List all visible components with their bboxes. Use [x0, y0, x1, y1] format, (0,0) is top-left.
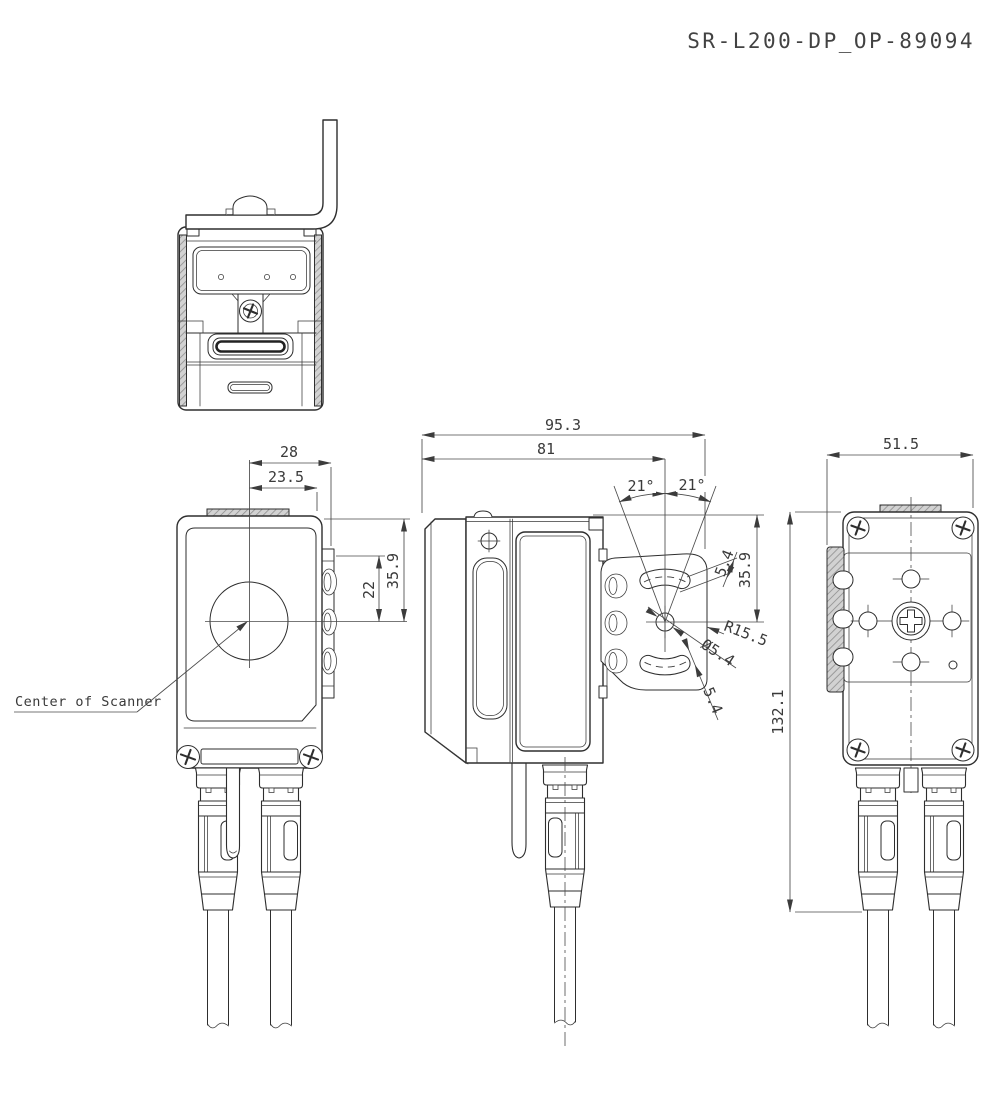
- indicator-led-2: [264, 274, 270, 280]
- dim-23-5: 23.5: [268, 468, 304, 486]
- screw-icon: [955, 520, 971, 536]
- rear-corner-screws: [846, 516, 975, 762]
- rear-cable-connector-right: [920, 767, 968, 1029]
- dim-22: 22: [360, 581, 378, 599]
- side-knob-bump: [473, 510, 493, 518]
- top-view-knob: [225, 195, 276, 216]
- front-center-strip: [225, 767, 241, 859]
- dim-51-5: 51.5: [883, 435, 919, 453]
- screw-icon: [302, 748, 320, 766]
- top-view-bracket-arm: [185, 119, 338, 230]
- side-view-body: [424, 510, 608, 765]
- screw-icon: [179, 748, 197, 766]
- front-top-tab: [206, 508, 290, 517]
- side-thin-wire: [511, 762, 527, 859]
- rear-cable-connector-left: [854, 767, 902, 1029]
- top-clip-left: [186, 228, 200, 237]
- phillips-cross-icon: [899, 609, 923, 633]
- dim-35-9-side: 35.9: [736, 552, 754, 588]
- screw-icon: [850, 742, 866, 758]
- screw-icon: [850, 520, 866, 536]
- dim-132-1: 132.1: [769, 689, 787, 734]
- pitch-arc-top: [643, 576, 687, 583]
- indicator-led-3: [290, 274, 296, 280]
- rear-dimensions: 51.5: [826, 435, 974, 545]
- center-of-scanner-label: Center of Scanner: [15, 694, 162, 710]
- dim-35-9-front: 35.9: [384, 553, 402, 589]
- rear-small-hole: [948, 660, 958, 670]
- rear-mount-holes: [858, 569, 962, 672]
- dim-95-3: 95.3: [545, 416, 581, 434]
- front-bottom-band: [176, 745, 323, 769]
- dim-angle-right: 21°: [678, 476, 705, 494]
- screw-icon: [242, 303, 259, 319]
- dim-angle-left: 21°: [627, 477, 654, 495]
- bracket-arc-slot-bottom: [639, 654, 691, 676]
- side-wall-hatch-right: [314, 234, 322, 407]
- rear-view: 51.5: [826, 435, 979, 1029]
- side-top-clip: [588, 517, 604, 531]
- front-dimensions: 28 23.5 35.9 22: [249, 443, 410, 622]
- screw-icon: [955, 742, 971, 758]
- top-view-screw-tab: [231, 293, 271, 334]
- indicator-led-1: [218, 274, 224, 280]
- dim-28: 28: [280, 443, 298, 461]
- front-cable-connector-right: [257, 767, 305, 1029]
- scanner-lens-circle: [209, 581, 289, 661]
- dim-81: 81: [537, 440, 555, 458]
- rear-center-strip: [903, 767, 919, 793]
- side-view: 95.3 81 21° 21° 5.4 35.9 R15.5 Ø5.4 5.4: [421, 416, 862, 1047]
- top-view-indicator-panel: [192, 246, 311, 295]
- side-wall-hatch-left: [179, 234, 187, 407]
- dim-5-4-bottom: 5.4: [699, 685, 726, 717]
- top-view: [177, 119, 338, 411]
- front-view: 28 23.5 35.9 22 Center of Scanner: [14, 443, 410, 1029]
- rear-center-screw: [891, 601, 931, 641]
- front-face-panel: [185, 527, 317, 722]
- top-view-lower-section: [177, 320, 324, 407]
- pitch-arc-bottom: [643, 661, 687, 668]
- dim-5-4-top: 5.4: [711, 547, 738, 579]
- front-view-mount-rail: [320, 548, 337, 699]
- rear-top-tab: [879, 504, 942, 513]
- rear-bracket-edge: [826, 546, 854, 693]
- drawing-title: SR-L200-DP_OP-89094: [687, 29, 975, 53]
- center-of-scanner-callout: Center of Scanner: [14, 618, 250, 713]
